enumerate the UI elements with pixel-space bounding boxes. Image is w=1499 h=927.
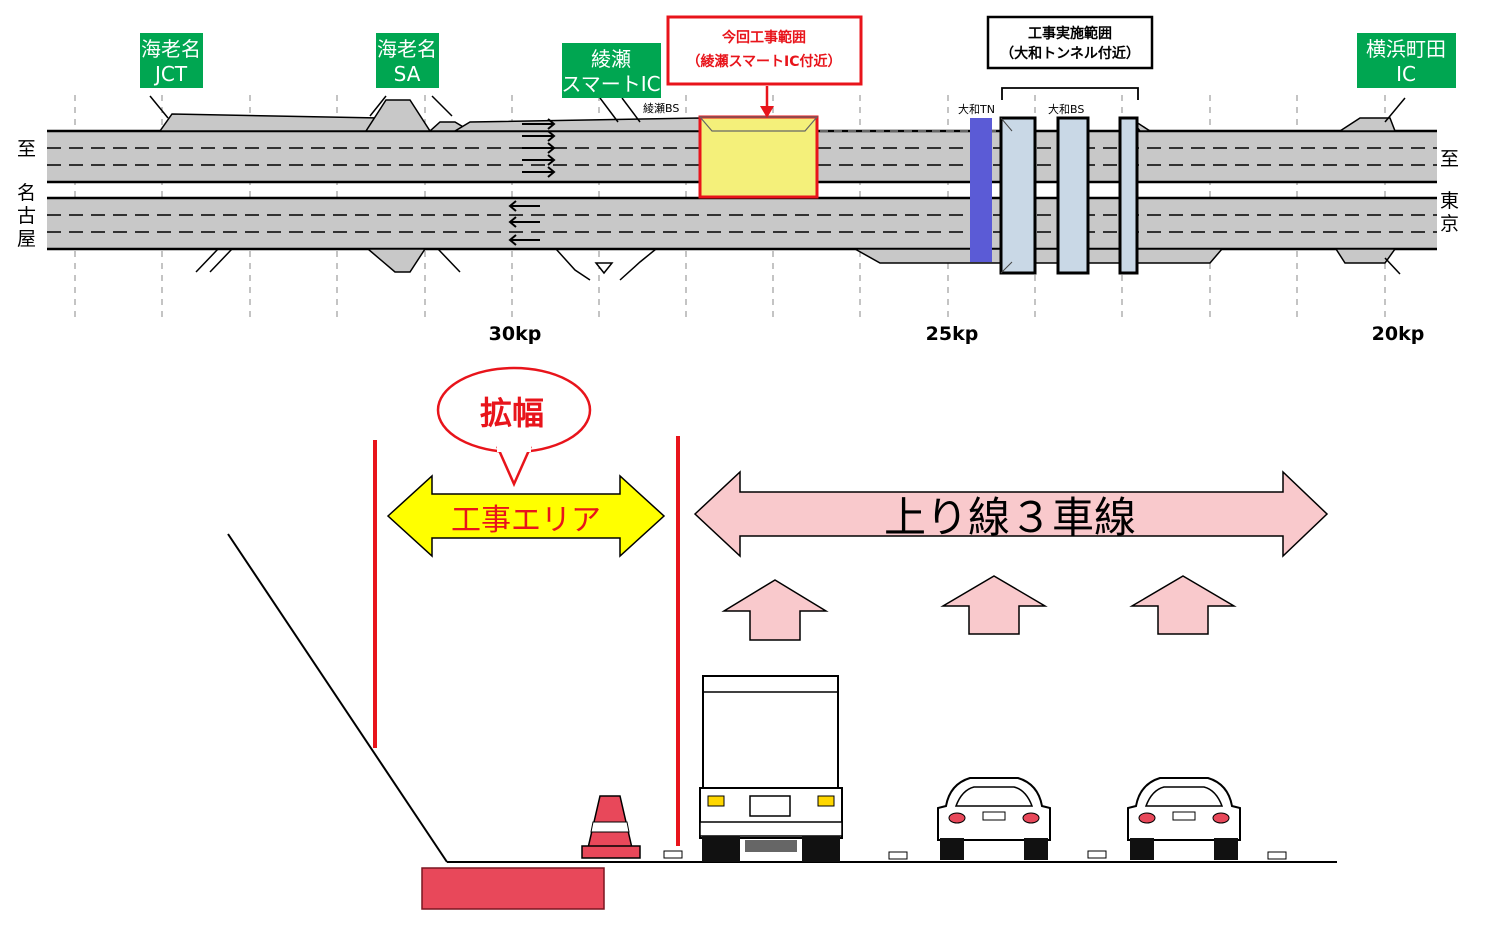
impl-box-3 [1118, 116, 1139, 275]
traffic-arrows-to-nagoya [508, 200, 540, 246]
svg-text:工事実施範囲: 工事実施範囲 [1028, 25, 1112, 42]
svg-text:SA: SA [394, 62, 421, 86]
ic-label-ebina-sa: 海老名 SA [376, 33, 439, 88]
current-area-label: 今回工事範囲 （綾瀬スマートIC付近） [666, 15, 863, 86]
svg-text:東: 東 [1440, 190, 1459, 212]
impl-area-label: 工事実施範囲 （大和トンネル付近） [986, 15, 1154, 70]
shift-arrows [721, 575, 1237, 641]
ic-label-ebina-jct: 海老名 JCT [140, 33, 203, 88]
impl-box-2 [1056, 116, 1090, 275]
svg-text:屋: 屋 [17, 228, 36, 250]
svg-text:横浜町田: 横浜町田 [1366, 37, 1446, 61]
svg-text:京: 京 [1440, 213, 1459, 235]
kp-label-30: 30kp [489, 323, 542, 345]
svg-text:上り線３車線: 上り線３車線 [884, 493, 1136, 542]
ramps-lower [195, 248, 1401, 281]
widening-bubble: 拡幅 [436, 366, 592, 488]
label-yamato-tn: 大和TN [958, 102, 995, 116]
svg-text:（大和トンネル付近）: （大和トンネル付近） [1000, 45, 1140, 62]
svg-text:（綾瀬スマートIC付近）: （綾瀬スマートIC付近） [686, 53, 841, 70]
widening-block [421, 867, 605, 910]
direction-right: 至 東 京 [1440, 148, 1459, 235]
cross-section: 拡幅 工事エリア 上り線３車線 [227, 366, 1337, 910]
road-studs [663, 850, 1287, 860]
svg-text:スマートIC: スマートIC [561, 72, 660, 96]
embankment-slope [227, 533, 448, 863]
svg-text:今回工事範囲: 今回工事範囲 [721, 29, 806, 46]
svg-text:名: 名 [17, 182, 36, 204]
svg-text:IC: IC [1396, 62, 1416, 86]
svg-text:JCT: JCT [153, 62, 188, 86]
label-ayase-bs: 綾瀬BS [643, 101, 679, 115]
svg-text:海老名: 海老名 [141, 37, 201, 61]
direction-left: 至 名 古 屋 [17, 138, 36, 250]
ic-label-yokohama-machida-ic: 横浜町田 IC [1357, 33, 1456, 88]
svg-text:海老名: 海老名 [377, 37, 437, 61]
up-arrow-icon [1129, 575, 1237, 635]
impl-box-1 [999, 116, 1037, 275]
car-icon [937, 777, 1051, 860]
svg-text:綾瀬: 綾瀬 [591, 47, 631, 71]
svg-text:至: 至 [17, 138, 36, 160]
svg-text:拡幅: 拡幅 [480, 394, 544, 432]
current-work-highlight [698, 115, 819, 199]
svg-text:古: 古 [17, 205, 36, 227]
lower-carriageway [47, 198, 1437, 249]
car-icon [1127, 777, 1241, 860]
road-plan [47, 86, 1437, 320]
svg-text:工事エリア: 工事エリア [451, 503, 601, 538]
yamato-tunnel [970, 118, 992, 262]
kp-label-25: 25kp [926, 323, 979, 345]
up-arrow-icon [721, 579, 829, 641]
work-area-arrow: 工事エリア [386, 474, 666, 558]
traffic-arrows-to-tokyo [522, 118, 556, 178]
up-arrow-icon [940, 575, 1048, 635]
label-yamato-bs: 大和BS [1048, 102, 1084, 116]
impl-area-bracket [1001, 87, 1139, 100]
svg-text:至: 至 [1440, 148, 1459, 170]
traffic-cone-icon [581, 795, 641, 859]
pointer-arrow-icon [760, 106, 774, 118]
kp-label-20: 20kp [1372, 323, 1425, 345]
lanes-arrow: 上り線３車線 [693, 470, 1329, 558]
ic-label-ayase-smart-ic: 綾瀬 スマートIC [561, 43, 661, 98]
truck-icon [699, 675, 843, 862]
